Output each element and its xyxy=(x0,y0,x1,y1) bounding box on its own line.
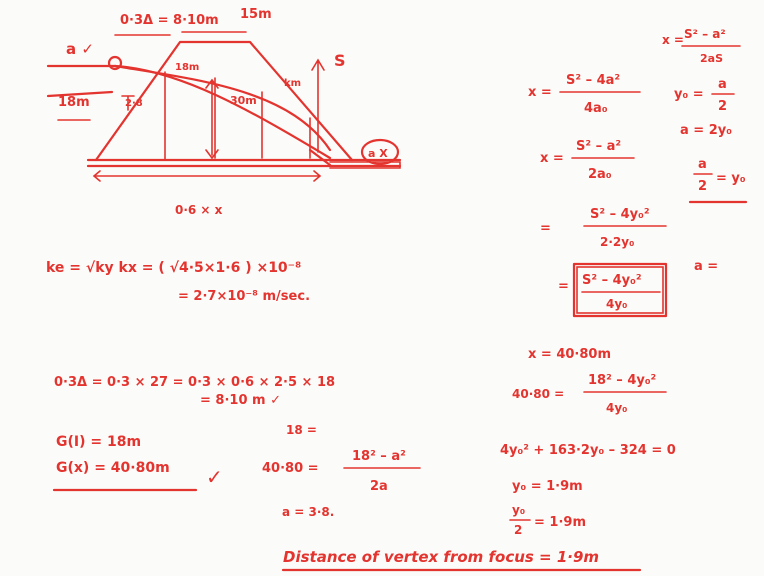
y0-half-rhs: = 1·9m xyxy=(534,515,586,530)
s-arrow xyxy=(311,58,325,153)
x-value: x = 40·80m xyxy=(528,347,611,362)
filter-blanket xyxy=(329,161,401,169)
x3-num: S² – 4y₀² xyxy=(590,207,650,222)
x1-den: 4a₀ xyxy=(584,101,608,116)
a-eq: a = 2y₀ xyxy=(680,123,732,138)
label-s: S xyxy=(334,51,346,70)
label-18m: 18m xyxy=(175,62,199,73)
x-top-den: 2aS xyxy=(700,52,723,65)
x-sub-lhs: 40·80 = xyxy=(512,387,564,401)
quadratic: 4y₀² + 163·2y₀ – 324 = 0 xyxy=(500,443,676,458)
x3-lhs: = xyxy=(540,221,551,236)
x1-num: S² – 4a² xyxy=(566,73,620,88)
x3-den: 2·2y₀ xyxy=(600,235,634,249)
a2-rhs: = y₀ xyxy=(716,171,746,186)
gd-value: G(I) = 18m xyxy=(56,434,141,450)
x-sub-den: 4y₀ xyxy=(606,401,627,415)
x2-den: 2a₀ xyxy=(588,167,612,182)
top-dim-label: 0·3Δ = 8·10m xyxy=(120,13,219,28)
a2-num: a xyxy=(698,157,707,172)
phreatic-line-2 xyxy=(113,64,332,152)
ke-formula: ke = √ky kx = ( √4·5×1·6 ) ×10⁻⁸ xyxy=(46,260,301,276)
height-label: 18m xyxy=(58,95,90,110)
a2-den: 2 xyxy=(698,179,707,194)
crest-label: 15m xyxy=(240,7,272,22)
x4-lhs: = xyxy=(558,279,569,294)
label-km: km xyxy=(284,78,301,89)
x-top-lhs: x = xyxy=(662,33,684,47)
eighteen-label: 18 = xyxy=(286,423,317,437)
height-marker xyxy=(121,95,135,111)
y0-num: a xyxy=(718,77,727,92)
vertical-lines xyxy=(164,71,311,161)
toe-mark xyxy=(308,148,332,167)
y0-den: 2 xyxy=(718,99,727,114)
y0-value: y₀ = 1·9m xyxy=(512,479,583,494)
label-28: 2·8 xyxy=(125,98,143,109)
y0-half-den: 2 xyxy=(514,523,522,537)
ke-result: = 2·7×10⁻⁸ m/sec. xyxy=(178,289,310,304)
eq-lhs: 40·80 = xyxy=(262,461,319,476)
delta-result: = 8·10 m ✓ xyxy=(200,393,281,408)
eq-denominator: 2a xyxy=(370,479,388,494)
a-value: a = 3·8. xyxy=(282,505,334,519)
x2-lhs: x = xyxy=(540,151,564,166)
x4-den: 4y₀ xyxy=(606,297,627,311)
y0-half-num: y₀ xyxy=(512,503,525,517)
dam-sketch xyxy=(46,31,402,182)
label-ax: a X xyxy=(368,147,388,160)
gx-check: ✓ xyxy=(206,465,223,489)
distance-statement: Distance of vertex from focus = 1·9m xyxy=(283,548,599,566)
label-30m: 30m xyxy=(230,94,257,107)
a-dangling: a = xyxy=(694,259,718,274)
upstream-point xyxy=(107,55,123,71)
ground-line xyxy=(86,158,402,168)
y0-lhs: y₀ = xyxy=(674,87,704,102)
water-line-2 xyxy=(46,90,114,98)
x1-lhs: x = xyxy=(528,85,552,100)
x-sub-num: 18² – 4y₀² xyxy=(588,373,656,388)
x2-num: S² – a² xyxy=(576,139,621,154)
ax-circle xyxy=(360,138,400,166)
a-check-label: a ✓ xyxy=(66,40,94,58)
base-arrow xyxy=(92,170,322,182)
boxed-result xyxy=(572,262,668,318)
dam-outline xyxy=(94,40,354,162)
x4-num: S² – 4y₀² xyxy=(582,273,642,288)
height-arrow xyxy=(205,78,219,160)
delta-formula: 0·3Δ = 0·3 × 27 = 0·3 × 0·6 × 2·5 × 18 xyxy=(54,375,335,390)
top-dim-line xyxy=(114,31,247,36)
base-dim-label: 0·6 × x xyxy=(175,203,223,217)
boxed-result-inner xyxy=(576,266,664,314)
eq-numerator: 18² – a² xyxy=(352,449,406,464)
x-top-num: S² – a² xyxy=(684,27,726,41)
gx-value: G(x) = 40·80m xyxy=(56,460,170,476)
